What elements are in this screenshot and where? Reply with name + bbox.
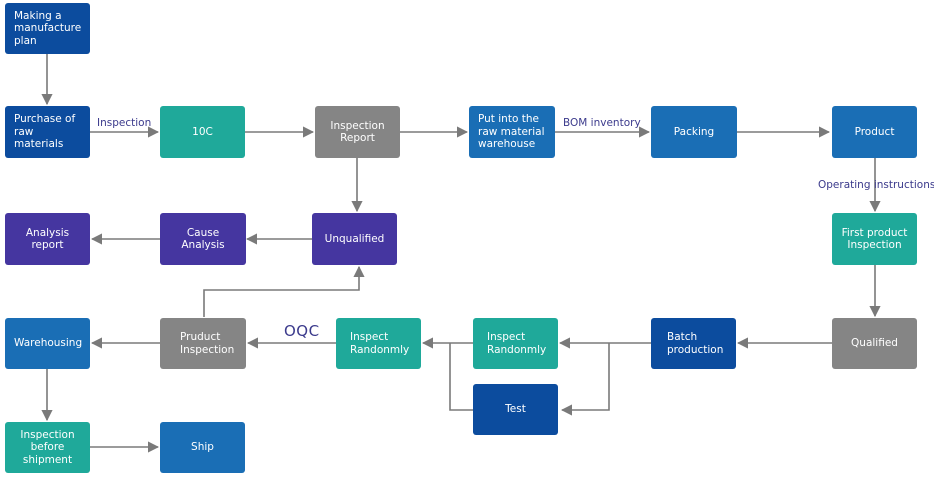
node-ioc: 10C	[160, 106, 245, 158]
node-warehousing: Warehousing	[5, 318, 90, 369]
edge-label-bom-inventory: BOM inventory	[563, 117, 641, 129]
node-inspection-before-shipment: Inspection before shipment	[5, 422, 90, 473]
node-inspection-report: Inspection Report	[315, 106, 400, 158]
node-inspect-randomly-2: Inspect Randonmly	[473, 318, 558, 369]
edge-label-operating-instructions: Operating instructions	[818, 179, 934, 191]
node-inspect-randomly-1: Inspect Randonmly	[336, 318, 421, 369]
node-analysis-report: Analysis report	[5, 213, 90, 265]
node-purchase-raw-materials: Purchase of raw materials	[5, 106, 90, 158]
node-product: Product	[832, 106, 917, 158]
node-manufacture-plan: Making a manufacture plan	[5, 3, 90, 54]
node-unqualified: Unqualified	[312, 213, 397, 265]
edge-pinspection-unqualified	[203, 265, 365, 317]
node-cause-analysis: Cause Analysis	[160, 213, 246, 265]
edge-batch-test	[560, 343, 610, 416]
edge-test-inspect1	[449, 343, 473, 411]
node-batch-production: Batch production	[651, 318, 736, 369]
node-test: Test	[473, 384, 558, 435]
node-ship: Ship	[160, 422, 245, 473]
node-first-product-inspection: First product Inspection	[832, 213, 917, 265]
edge-label-oqc: OQC	[284, 322, 320, 340]
node-qualified: Qualified	[832, 318, 917, 369]
node-product-inspection: Pruduct Inspection	[160, 318, 246, 369]
edge-label-inspection: Inspection	[97, 117, 152, 129]
node-raw-material-warehouse: Put into the raw material warehouse	[469, 106, 555, 158]
node-packing: Packing	[651, 106, 737, 158]
